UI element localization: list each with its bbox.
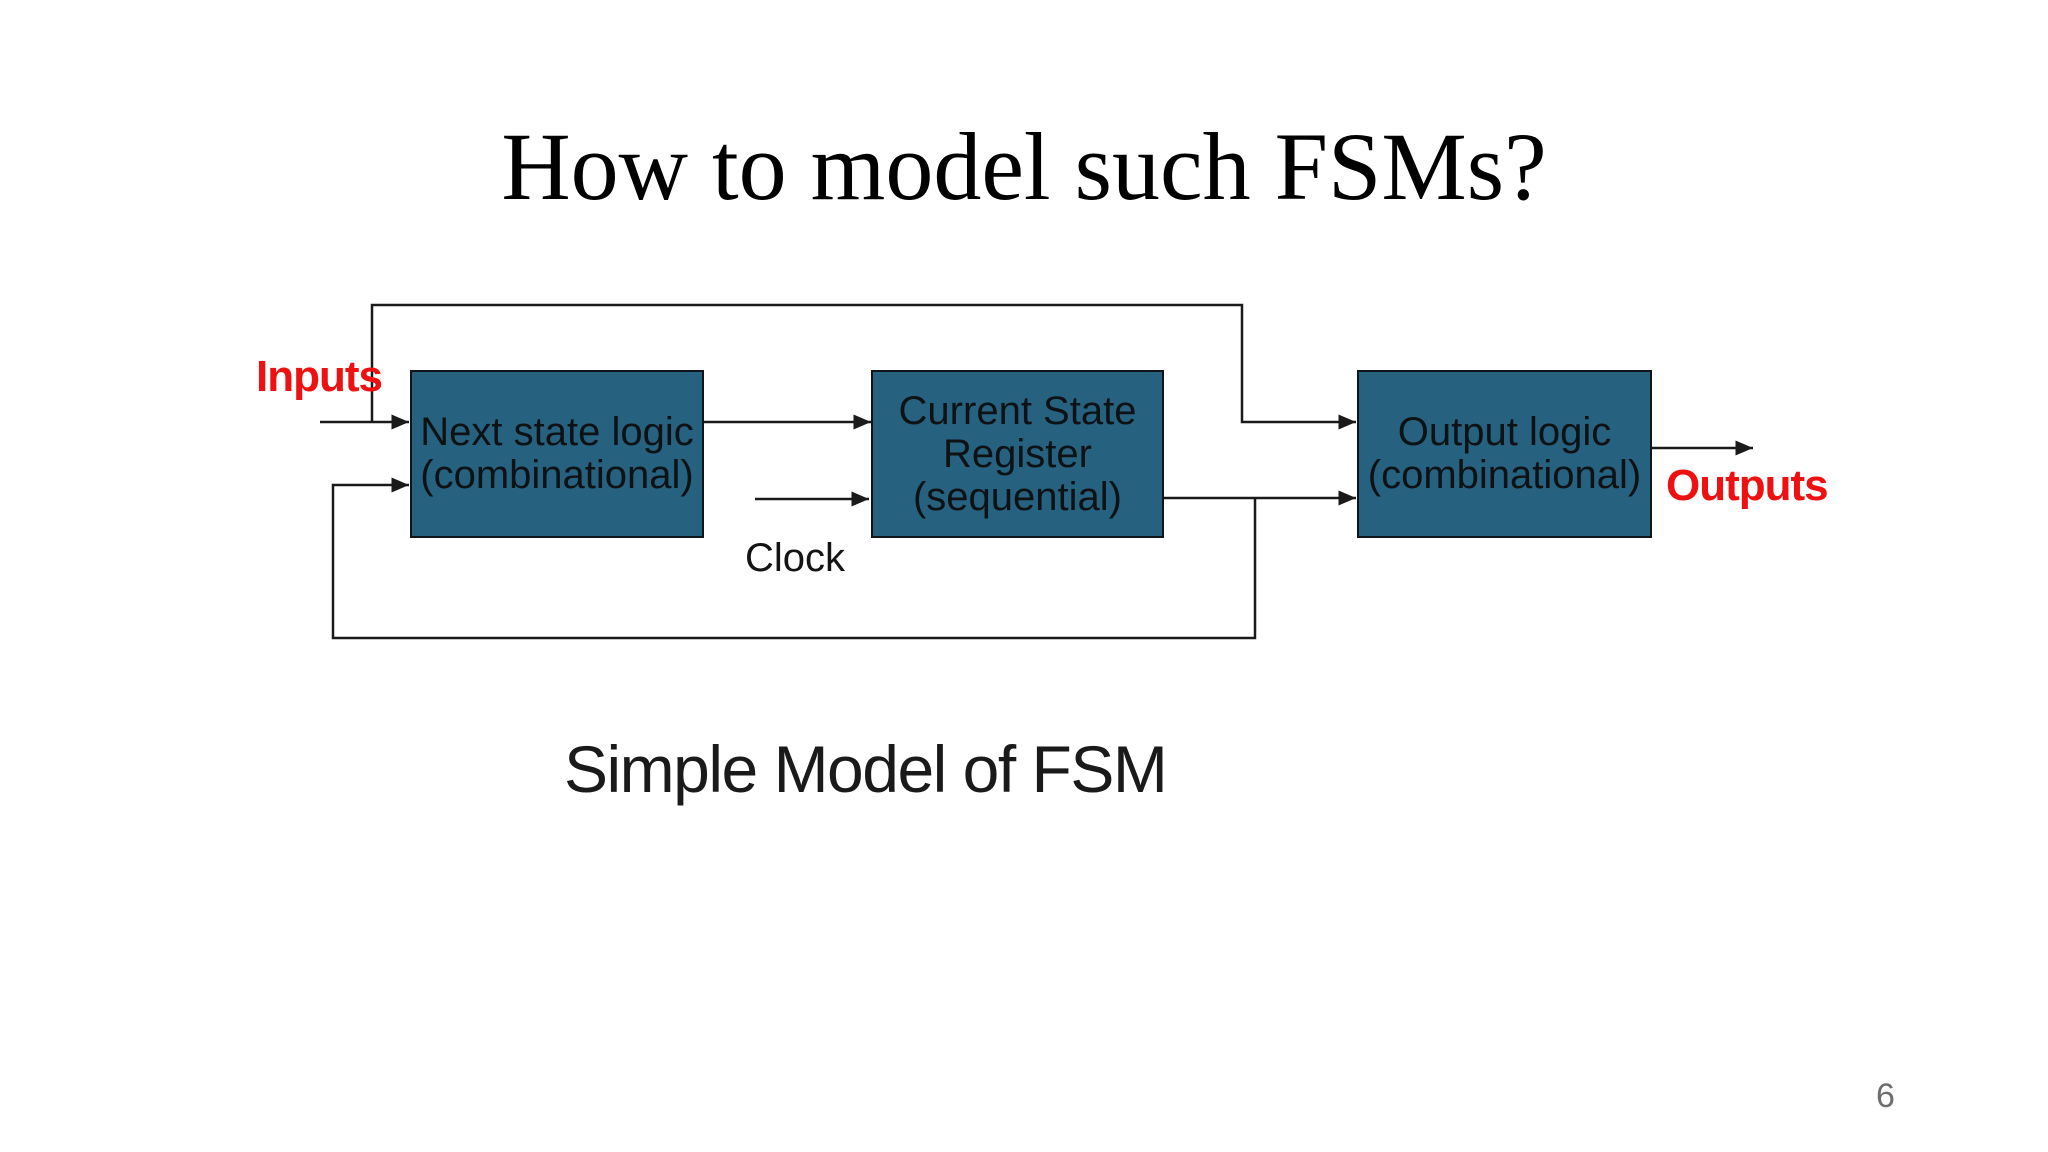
clock-label: Clock (745, 536, 846, 580)
box-label-line: (combinational) (420, 453, 694, 497)
box-label-line: Output logic (1397, 410, 1612, 454)
page-number: 6 (1876, 1077, 1895, 1115)
outputs-label: Outputs (1666, 461, 1829, 510)
box-label-line: Register (943, 431, 1092, 476)
next-state-logic-box: Next state logic (combinational) (410, 370, 704, 538)
box-label-line: Next state logic (420, 410, 694, 454)
box-label-line: Current State (898, 388, 1137, 433)
box-label-line: (combinational) (1367, 453, 1642, 497)
output-logic-box: Output logic (combinational) (1357, 370, 1652, 538)
inputs-label: Inputs (256, 352, 383, 401)
current-state-register-box: Current State Register (sequential) (871, 370, 1164, 538)
slide-title: How to model such FSMs? (501, 113, 1547, 220)
box-label-line: (sequential) (912, 474, 1122, 519)
diagram-caption: Simple Model of FSM (564, 732, 1168, 806)
